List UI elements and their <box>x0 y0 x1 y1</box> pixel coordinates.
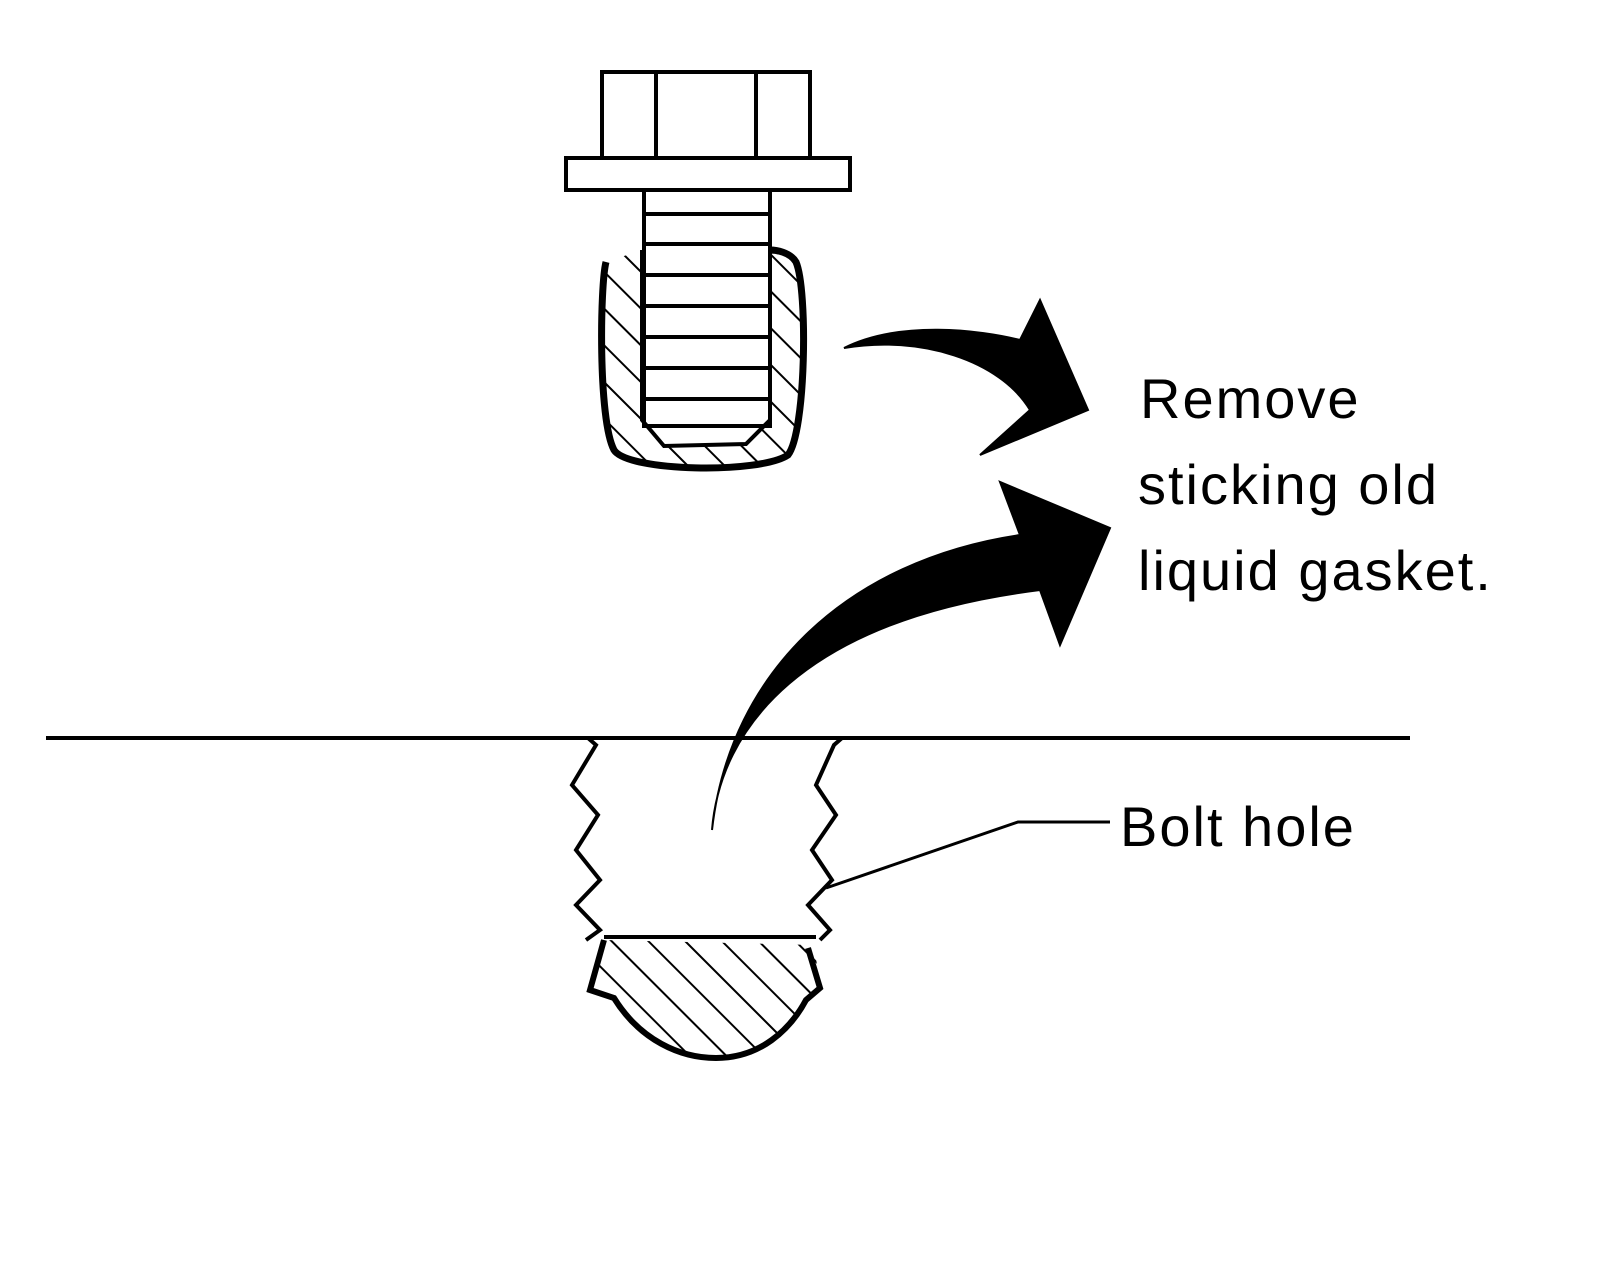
bolt-threads <box>644 212 770 401</box>
bolt-hex-head <box>600 70 812 164</box>
lower-arrow <box>711 480 1112 831</box>
bolt-hole-leader-line <box>825 820 1110 890</box>
old-gasket-in-hole <box>586 939 824 1062</box>
hole-left-thread <box>569 736 604 942</box>
upper-arrow <box>843 297 1090 456</box>
bolt-hole-label: Bolt hole <box>1120 795 1356 858</box>
bolt-flange <box>564 156 852 192</box>
remove-label-line2: sticking old <box>1138 453 1439 516</box>
remove-label-line3: liquid gasket. <box>1138 539 1493 602</box>
hole-right-thread <box>805 736 844 942</box>
bolt-hole <box>46 736 1410 942</box>
remove-label-line1: Remove <box>1140 367 1361 430</box>
